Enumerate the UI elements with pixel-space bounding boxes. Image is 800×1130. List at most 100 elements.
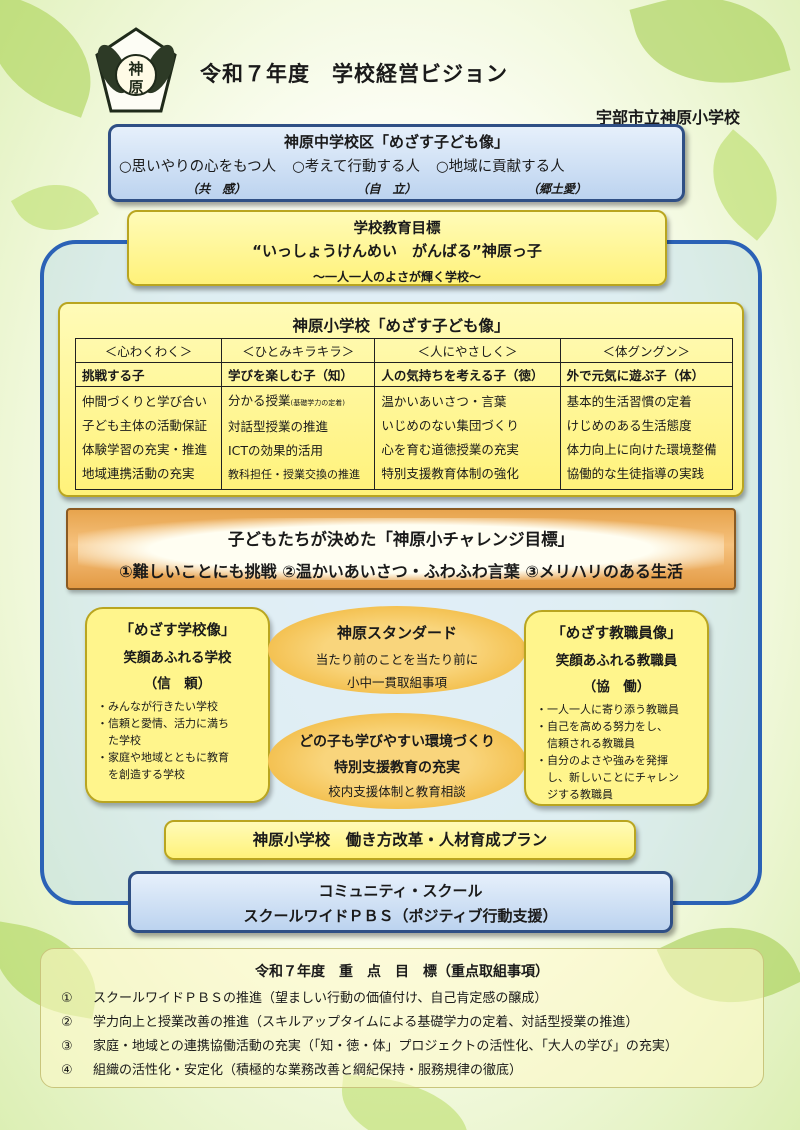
list-item: 温かいあいさつ・言葉	[381, 394, 507, 409]
school-goal-heading: 学校教育目標	[353, 221, 441, 237]
list-item: ・信頼と愛情、活力に満ち	[97, 717, 229, 730]
community-school-box: コミュニティ・スクール スクールワイドＰＢＳ（ポジティブ行動支援）	[128, 871, 673, 933]
list-item: ・一人一人に寄り添う教職員	[536, 703, 679, 716]
staff-image-sub: 笑顔あふれる教職員	[555, 653, 678, 669]
chugakku-heading: 神原中学校区「めざす子ども像」	[283, 133, 509, 151]
school-image-list: ・みんなが行きたい学校 ・信頼と愛情、活力に満ち た学校 ・家庭や地域とともに教…	[97, 698, 260, 783]
list-item: ジする教職員	[536, 788, 613, 801]
chugakku-keyword: （郷土愛）	[526, 182, 587, 196]
priorities-box: 令和７年度 重 点 目 標（重点取組事項） ① スクールワイドＰＢＳの推進（望まし…	[40, 948, 764, 1088]
list-item: を創造する学校	[97, 768, 185, 781]
standard-oval: 神原スタンダード 当たり前のことを当たり前に 小中一貫取組事項	[268, 606, 526, 694]
plank-glow	[78, 518, 724, 580]
list-item: 仲間づくりと学び合い	[82, 394, 208, 409]
list-item: ・みんなが行きたい学校	[97, 700, 218, 713]
list-item: 基本的生活習慣の定着	[566, 394, 692, 409]
column-header: ＜ひとみキラキラ＞	[220, 338, 376, 363]
leaf-decoration	[629, 0, 791, 107]
standard-heading: 神原スタンダード	[336, 624, 457, 642]
chugakku-item: ○考えて行動する人	[292, 159, 421, 175]
challenge-plank: 子どもたちが決めた「神原小チャレンジ目標」 ①難しいことにも挑戦 ②温かいあいさ…	[66, 508, 736, 590]
challenge-goals: ①難しいことにも挑戦 ②温かいあいさつ・ふわふわ言葉 ③メリハリのある生活	[119, 562, 683, 581]
staff-image-list: ・一人一人に寄り添う教職員 ・自己を高める努力をし、 信頼される教職員 ・自分の…	[536, 701, 699, 803]
school-goal-motto: “いっしょうけんめい がんばる”神原っ子	[252, 242, 542, 260]
environment-oval: どの子も学びやすい環境づくり 特別支援教育の充実 校内支援体制と教育相談	[268, 713, 526, 809]
staff-image-poster: 「めざす教職員像」 笑顔あふれる教職員 （協 働） ・一人一人に寄り添う教職員 …	[524, 610, 709, 806]
priority-item: ③ 家庭・地域との連携協働活動の充実（「知・徳・体」プロジェクトの活性化、「大人の…	[61, 1035, 763, 1059]
list-item: 子ども主体の活動保証	[82, 418, 208, 433]
priorities-heading: 令和７年度 重 点 目 標（重点取組事項）	[255, 964, 549, 980]
environment-heading: どの子も学びやすい環境づくり	[299, 734, 495, 750]
school-emblem: 神 原	[93, 25, 179, 117]
chugakku-item: ○思いやりの心をもつ人	[119, 159, 277, 175]
list-item: いじめのない集団づくり	[381, 418, 519, 433]
priority-num: ③	[61, 1039, 73, 1054]
list-item: 地域連携活動の充実	[82, 466, 195, 481]
school-image-keyword: （信 頼）	[143, 676, 212, 692]
chugakku-items: ○思いやりの心をもつ人 ○考えて行動する人 ○地域に貢献する人	[111, 155, 682, 176]
list-item: た学校	[97, 734, 141, 747]
environment-sub: 特別支援教育の充実	[334, 760, 460, 776]
workstyle-box: 神原小学校 働き方改革・人材育成プラン	[164, 820, 636, 860]
list-item: 体力向上に向けた環境整備	[566, 442, 717, 457]
list-item: 心を育む道徳授業の充実	[381, 442, 519, 457]
priority-text: 組織の活性化・安定化（積極的な業務改善と綱紀保持・服務規律の徹底）	[93, 1063, 523, 1078]
list-item: ・自分のよさや強みを発揮	[536, 754, 668, 767]
staff-image-heading: 「めざす教職員像」	[551, 626, 682, 642]
priority-item: ④ 組織の活性化・安定化（積極的な業務改善と綱紀保持・服務規律の徹底）	[61, 1059, 763, 1083]
list-item: ICTの効果的活用	[227, 443, 324, 458]
priority-text: スクールワイドＰＢＳの推進（望ましい行動の価値付け、自己肯定感の醸成）	[93, 991, 548, 1006]
school-name: 宇部市立神原小学校	[595, 108, 740, 127]
challenge-heading: 子どもたちが決めた「神原小チャレンジ目標」	[227, 530, 575, 549]
list-item: 特別支援教育体制の強化	[381, 466, 519, 481]
list-item: 信頼される教職員	[536, 737, 635, 750]
list-item-note: (基礎学力の定着)	[290, 399, 345, 407]
chugakku-keywords: （共 感） （自 立） （郷土愛）	[111, 180, 682, 197]
column-sub: 学びを楽しむ子（知）	[220, 362, 376, 387]
staff-image-keyword: （協 働）	[582, 679, 651, 695]
mezasu-kodomo-box: 神原小学校「めざす子ども像」 ＜心わくわく＞ ＜ひとみキラキラ＞ ＜人にやさしく…	[58, 302, 744, 497]
list-item: ・家庭や地域とともに教育	[97, 751, 229, 764]
column-header: ＜心わくわく＞	[75, 338, 222, 363]
column-header: ＜人にやさしく＞	[374, 338, 561, 363]
emblem-char-2: 原	[128, 78, 143, 96]
community-line2: スクールワイドＰＢＳ（ポジティブ行動支援）	[243, 907, 558, 925]
school-image-poster: 「めざす学校像」 笑顔あふれる学校 （信 頼） ・みんなが行きたい学校 ・信頼と…	[85, 607, 270, 803]
school-goal-subtitle: ～一人一人のよさが輝く学校～	[312, 270, 481, 284]
mezasu-heading: 神原小学校「めざす子ども像」	[292, 317, 510, 335]
school-image-heading: 「めざす学校像」	[119, 623, 236, 639]
list-item: 教科担任・授業交換の推進	[227, 468, 360, 481]
list-item: 分かる授業(基礎学力の定着)	[228, 389, 368, 415]
list-item: けじめのある生活態度	[566, 418, 692, 433]
chugakku-keyword: （共 感）	[186, 182, 247, 196]
column-list: 温かいあいさつ・言葉 いじめのない集団づくり 心を育む道徳授業の充実 特別支援教…	[374, 386, 561, 490]
list-item-text: 分かる授業	[227, 393, 291, 408]
priority-item: ① スクールワイドＰＢＳの推進（望ましい行動の価値付け、自己肯定感の醸成）	[61, 987, 763, 1011]
emblem-char-1: 神	[128, 60, 143, 78]
column-sub: 挑戦する子	[75, 362, 222, 387]
list-item: 体験学習の充実・推進	[82, 442, 208, 457]
environment-note: 校内支援体制と教育相談	[328, 784, 466, 799]
column-list: 基本的生活習慣の定着 けじめのある生活態度 体力向上に向けた環境整備 協働的な生…	[559, 386, 734, 490]
mezasu-table: ＜心わくわく＞ ＜ひとみキラキラ＞ ＜人にやさしく＞ ＜体グングン＞ 挑戦する子…	[75, 338, 734, 490]
leaf-decoration	[10, 166, 100, 249]
school-image-sub: 笑顔あふれる学校	[123, 650, 232, 666]
community-line1: コミュニティ・スクール	[318, 882, 483, 900]
column-sub: 人の気持ちを考える子（徳）	[374, 362, 561, 387]
workstyle-text: 神原小学校 働き方改革・人材育成プラン	[252, 831, 548, 849]
list-item: 協働的な生徒指導の実践	[566, 466, 705, 481]
list-item: ・自己を高める努力をし、	[536, 720, 668, 733]
priority-text: 学力向上と授業改善の推進（スキルアップタイムによる基礎学力の定着、対話型授業の推…	[93, 1015, 639, 1030]
priorities-list: ① スクールワイドＰＢＳの推進（望ましい行動の価値付け、自己肯定感の醸成） ② 学力…	[61, 987, 763, 1083]
standard-line2: 小中一貫取組事項	[346, 675, 447, 690]
chugakku-item: ○地域に貢献する人	[436, 159, 565, 175]
priority-item: ② 学力向上と授業改善の推進（スキルアップタイムによる基礎学力の定着、対話型授業の…	[61, 1011, 763, 1035]
priority-num: ①	[61, 991, 73, 1006]
priority-num: ④	[61, 1063, 73, 1078]
priority-num: ②	[61, 1015, 73, 1030]
priority-text: 家庭・地域との連携協働活動の充実（「知・徳・体」プロジェクトの活性化、「大人の学…	[93, 1039, 678, 1054]
column-list: 仲間づくりと学び合い 子ども主体の活動保証 体験学習の充実・推進 地域連携活動の…	[75, 386, 222, 490]
column-list: 分かる授業(基礎学力の定着) 対話型授業の推進 ICTの効果的活用 教科担任・授…	[220, 386, 376, 490]
standard-line1: 当たり前のことを当たり前に	[315, 652, 479, 667]
column-header: ＜体グングン＞	[559, 338, 734, 363]
